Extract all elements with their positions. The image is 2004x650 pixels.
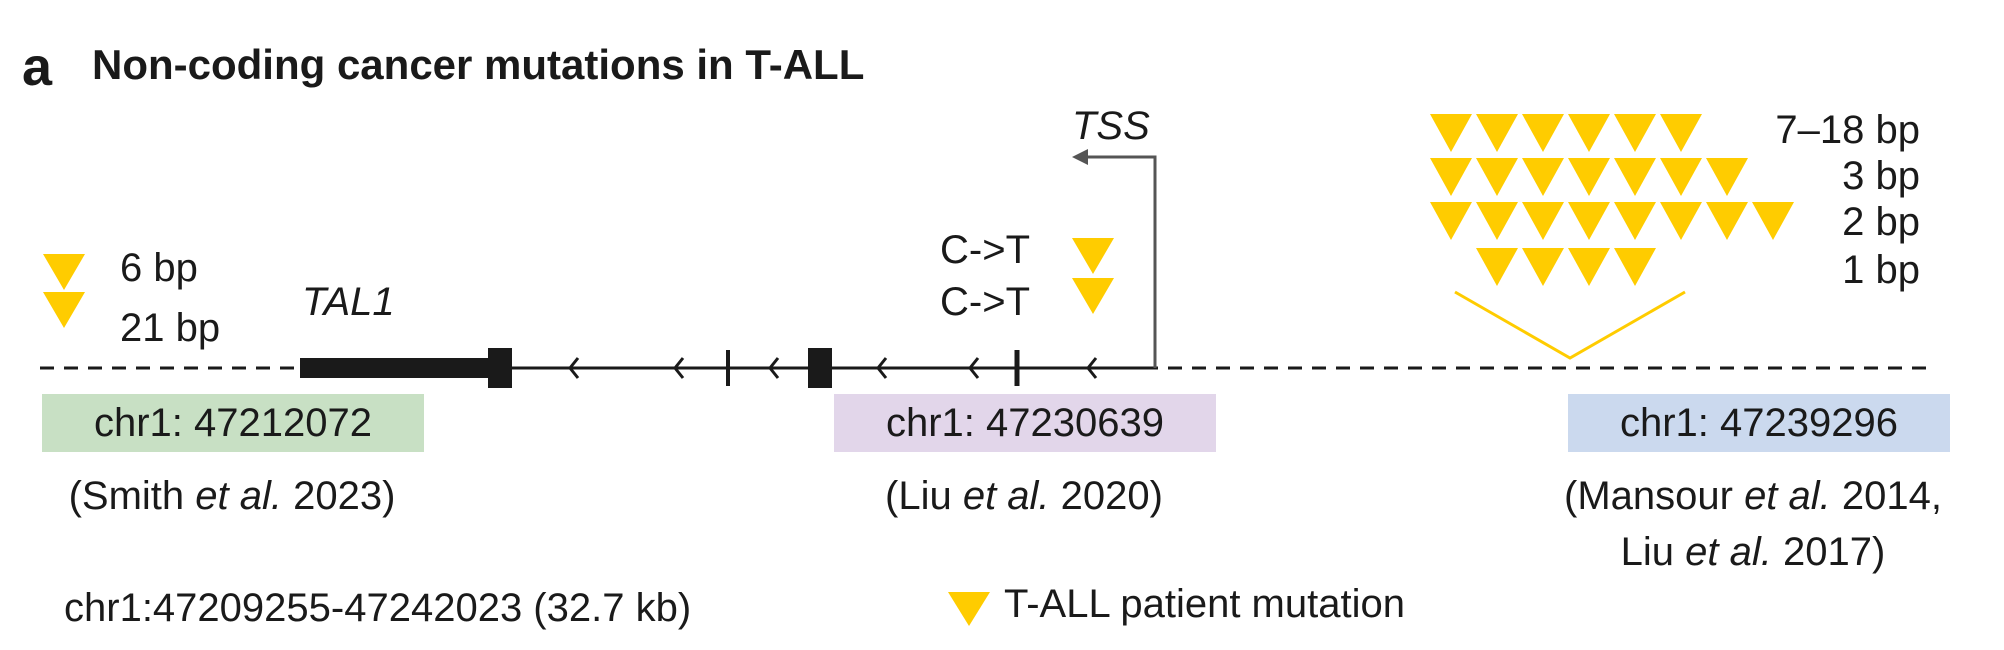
citation-year: 2020): [1049, 474, 1163, 518]
citation-year: 2014,: [1830, 474, 1942, 518]
citation-year: 2017): [1771, 530, 1886, 574]
citation-author: Liu: [1620, 530, 1686, 574]
site1-citation: (Smith et al. 2023): [32, 476, 432, 516]
site3-mutation-label: 2 bp: [1842, 200, 1920, 244]
citation-author: (Liu: [885, 474, 963, 518]
site3-coordinate: chr1: 47239296: [1619, 401, 1898, 445]
chevron-left-icon: [673, 357, 685, 379]
chevron-left-icon: [968, 357, 980, 379]
mutation-triangle-icon: [1614, 248, 1656, 286]
site2-citation: (Liu et al. 2020): [824, 476, 1224, 516]
direction-chevrons: [568, 357, 1098, 379]
mutation-triangle-icon: [1476, 202, 1518, 240]
mutation-triangle-icon: [1614, 114, 1656, 152]
mutation-triangle-icon: [1476, 248, 1518, 286]
site2-mutation-label: C->T: [940, 280, 1030, 324]
site2-coordinate: chr1: 47230639: [885, 401, 1164, 445]
mutation-triangle-icon: [1660, 114, 1702, 152]
mutation-triangle-icon: [1660, 158, 1702, 196]
mutation-triangle-icon: [1568, 202, 1610, 240]
region-label: chr1:47209255-47242023 (32.7 kb): [64, 586, 692, 630]
chevron-left-icon: [876, 357, 888, 379]
site3-coordinate-box: chr1: 47239296: [1568, 394, 1950, 452]
mutation-triangle-icon: [1430, 158, 1472, 196]
exon: [808, 348, 832, 388]
mutation-triangle-icon: [1522, 202, 1564, 240]
mutation-triangle-icon: [1430, 202, 1472, 240]
citation-etal: et al.: [962, 474, 1050, 518]
citation-author: (Smith: [68, 474, 196, 518]
citation-year: 2023): [281, 474, 396, 518]
tss-arrowhead: [1072, 149, 1088, 165]
citation-etal: et al.: [1685, 530, 1772, 574]
mutation-markers: [43, 114, 1794, 328]
chevron-left-icon: [768, 357, 780, 379]
mutation-triangle-icon: [1614, 158, 1656, 196]
mutation-triangle-icon: [1660, 202, 1702, 240]
mutation-triangle-icon: [1614, 202, 1656, 240]
mutation-triangle-icon: [1568, 158, 1610, 196]
citation-etal: et al.: [1744, 474, 1831, 518]
site3-mutation-label: 7–18 bp: [1775, 108, 1920, 152]
chevron-left-icon: [1086, 357, 1098, 379]
tss-arrow: [1085, 155, 1157, 368]
panel-letter: a: [22, 37, 53, 97]
mutation-triangle-icon: [1568, 248, 1610, 286]
citation-etal: et al.: [195, 474, 282, 518]
mutation-triangle-icon: [1522, 248, 1564, 286]
mutation-triangle-icon: [1522, 114, 1564, 152]
mutation-triangle-icon: [1522, 158, 1564, 196]
site1-coordinate-box: chr1: 47212072: [42, 394, 424, 452]
mutation-triangle-icon: [948, 592, 990, 626]
site1-mutation-label: 6 bp: [120, 246, 198, 290]
mutation-triangle-icon: [1476, 158, 1518, 196]
tss-label: TSS: [1072, 104, 1150, 148]
mutation-triangle-icon: [1072, 278, 1114, 314]
site3-mutation-label: 1 bp: [1842, 248, 1920, 292]
legend-label: T-ALL patient mutation: [1004, 582, 1405, 626]
mutation-triangle-icon: [1752, 202, 1794, 240]
exon-thick: [300, 358, 490, 378]
gene-label: TAL1: [302, 280, 395, 324]
legend-marker: [948, 592, 990, 626]
mutation-triangle-icon: [1072, 238, 1114, 274]
chevron-left-icon: [568, 357, 580, 379]
mutation-triangle-icon: [43, 292, 85, 328]
mutation-triangle-icon: [1476, 114, 1518, 152]
insertion-wedge: [1454, 290, 1686, 360]
site3-citation-line1: (Mansour et al. 2014,: [1508, 476, 1998, 516]
mutation-triangle-icon: [1430, 114, 1472, 152]
site3-mutation-label: 3 bp: [1842, 154, 1920, 198]
mutation-triangle-icon: [43, 254, 85, 290]
figure-title: Non-coding cancer mutations in T-ALL: [92, 41, 865, 88]
site3-citation-line2: Liu et al. 2017): [1508, 532, 1998, 572]
site2-mutation-label: C->T: [940, 228, 1030, 272]
citation-author: (Mansour: [1564, 474, 1745, 518]
mutation-triangle-icon: [1706, 158, 1748, 196]
mutation-triangle-icon: [1568, 114, 1610, 152]
site1-coordinate: chr1: 47212072: [93, 401, 372, 445]
mutation-triangle-icon: [1706, 202, 1748, 240]
exon: [488, 348, 512, 388]
site1-mutation-label: 21 bp: [120, 306, 221, 350]
site2-coordinate-box: chr1: 47230639: [834, 394, 1216, 452]
